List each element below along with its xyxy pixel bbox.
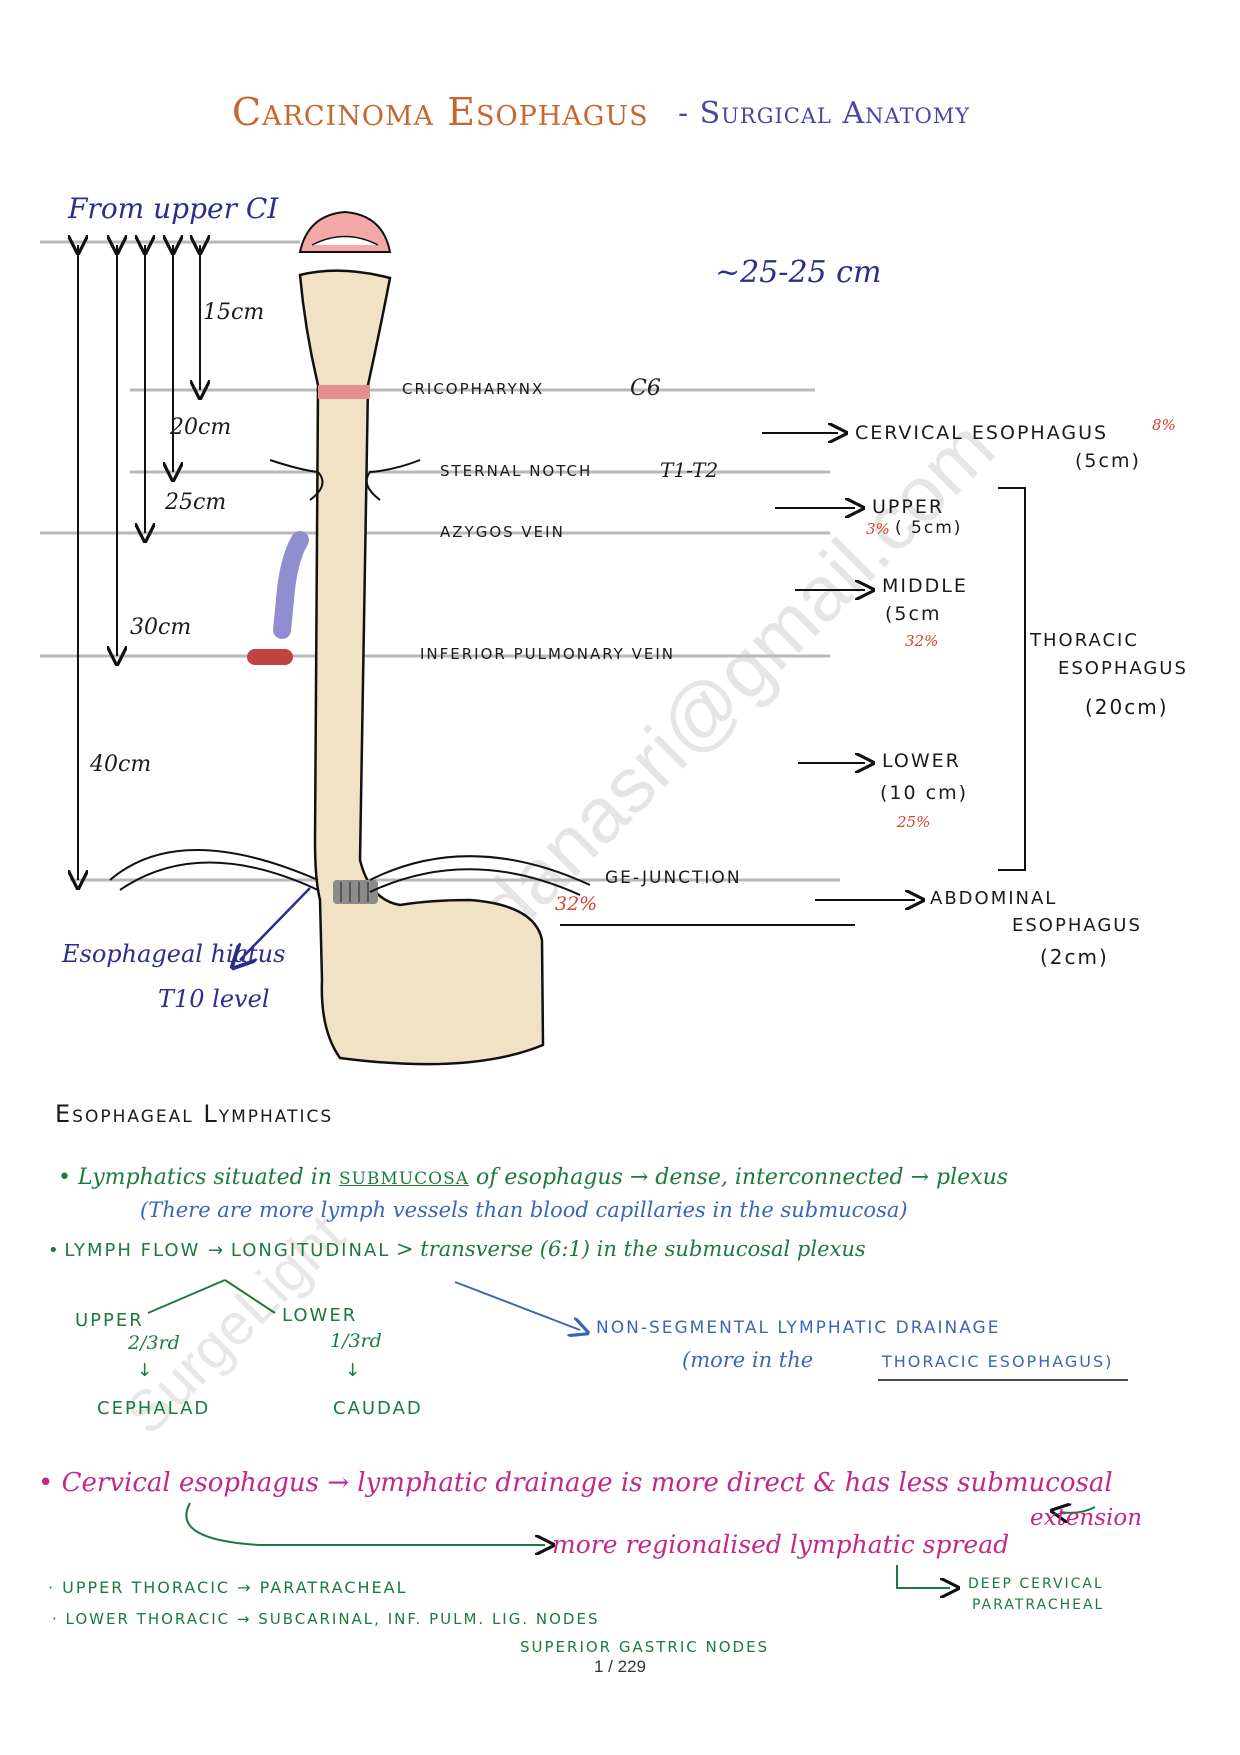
lower-fraction: 1/3rd bbox=[330, 1330, 382, 1352]
t1-t2-label: T1-T2 bbox=[660, 458, 719, 482]
cervical-lymph-text: Cervical esophagus → lymphatic drainage … bbox=[61, 1468, 1113, 1498]
cervical-lymph-bullet: • Cervical esophagus → lymphatic drainag… bbox=[38, 1468, 1113, 1498]
bullet-lymph-flow: • LYMPH FLOW → LONGITUDINAL > transverse… bbox=[48, 1237, 866, 1261]
inferior-pulmonary-vein-label: INFERIOR PULMONARY VEIN bbox=[420, 645, 675, 663]
page-title: Carcinoma Esophagus bbox=[232, 90, 649, 134]
ge-junction-label: GE-JUNCTION bbox=[605, 868, 742, 888]
upper-thoracic-drainage: · UPPER THORACIC → PARATRACHEAL bbox=[48, 1578, 408, 1597]
level-lines bbox=[40, 240, 840, 882]
abdominal-length: (2cm) bbox=[1040, 945, 1109, 969]
non-segmental-label: NON-SEGMENTAL LYMPHATIC DRAINAGE bbox=[596, 1318, 1001, 1338]
bullet-submucosa-b: of esophagus → dense, interconnected → p… bbox=[476, 1165, 1009, 1190]
upper-down-arrow: ↓ bbox=[137, 1360, 153, 1381]
c6-label: C6 bbox=[630, 376, 661, 401]
from-upper-ci-label: From upper CI bbox=[68, 192, 279, 225]
hiatus-label: Esophageal hiatus bbox=[62, 940, 286, 968]
lymph-flow-rest: > transverse (6:1) in the submucosal ple… bbox=[396, 1237, 866, 1261]
cervical-esophagus-label: CERVICAL ESOPHAGUS bbox=[855, 422, 1109, 444]
lower-thoracic-text: LOWER THORACIC → SUBCARINAL, INF. PULM. … bbox=[65, 1610, 600, 1628]
abdominal-esophagus-label: ESOPHAGUS bbox=[1012, 915, 1142, 936]
hiatus-level-label: T10 level bbox=[158, 985, 270, 1013]
lymphatics-heading: Esophageal Lymphatics bbox=[55, 1100, 334, 1128]
upper-branch-label: UPPER bbox=[75, 1310, 144, 1331]
bullet-submucosa-a: Lymphatics situated in bbox=[77, 1165, 332, 1190]
extension-label: extension bbox=[1030, 1505, 1143, 1531]
lower-percent: 25% bbox=[897, 813, 931, 831]
upper-thoracic-text: UPPER THORACIC → PARATRACHEAL bbox=[62, 1578, 408, 1597]
cephalad-label: CEPHALAD bbox=[97, 1398, 211, 1419]
lower-length: (10 cm) bbox=[880, 782, 968, 804]
submucosa-term: SUBMUCOSA bbox=[338, 1169, 470, 1189]
distance-15cm: 15cm bbox=[203, 300, 265, 325]
lower-segment-label: LOWER bbox=[882, 750, 961, 772]
upper-percent: 3% bbox=[866, 520, 890, 538]
thoracic-esophagus-term: THORACIC ESOPHAGUS) bbox=[882, 1352, 1114, 1371]
middle-segment-label: MIDDLE bbox=[882, 575, 968, 597]
sternal-notch-label: STERNAL NOTCH bbox=[440, 462, 593, 480]
page-subtitle: - Surgical Anatomy bbox=[678, 96, 971, 131]
caudad-label: CAUDAD bbox=[333, 1398, 423, 1419]
regionalised-spread-label: more regionalised lymphatic spread bbox=[552, 1530, 1010, 1559]
distance-arrows bbox=[78, 245, 200, 880]
page-number: 1 / 229 bbox=[594, 1657, 646, 1676]
cricopharynx-label: CRICOPHARYNX bbox=[402, 380, 545, 398]
distance-20cm: 20cm bbox=[170, 415, 232, 440]
distance-40cm: 40cm bbox=[90, 752, 152, 777]
azygos-vein-label: AZYGOS VEIN bbox=[440, 523, 565, 541]
non-segmental-note: (more in the bbox=[682, 1348, 814, 1372]
upper-fraction: 2/3rd bbox=[128, 1332, 180, 1354]
thoracic-label: THORACIC bbox=[1030, 630, 1139, 651]
cervical-percent: 8% bbox=[1152, 416, 1176, 434]
lower-thoracic-drainage: · LOWER THORACIC → SUBCARINAL, INF. PULM… bbox=[52, 1610, 600, 1628]
middle-length: (5cm bbox=[885, 603, 942, 625]
submucosa-note: (There are more lymph vessels than blood… bbox=[140, 1198, 908, 1222]
middle-percent: 32% bbox=[905, 632, 939, 650]
lower-branch-label: LOWER bbox=[282, 1305, 358, 1326]
longitudinal-term: LONGITUDINAL bbox=[230, 1240, 391, 1261]
length-label: ~25-25 cm bbox=[715, 255, 882, 290]
distance-30cm: 30cm bbox=[130, 615, 192, 640]
upper-segment-label: UPPER bbox=[872, 496, 945, 518]
thoracic-length: (20cm) bbox=[1085, 695, 1169, 719]
lymph-flow-label: LYMPH FLOW → bbox=[64, 1240, 226, 1261]
superior-gastric-nodes: SUPERIOR GASTRIC NODES bbox=[520, 1638, 770, 1656]
upper-length: ( 5cm) bbox=[895, 518, 963, 538]
abdominal-label: ABDOMINAL bbox=[930, 888, 1058, 909]
distance-25cm: 25cm bbox=[165, 490, 227, 515]
cervical-length: (5cm) bbox=[1075, 450, 1141, 472]
deep-cervical-label: DEEP CERVICAL bbox=[968, 1576, 1104, 1592]
thoracic-esophagus-label: ESOPHAGUS bbox=[1058, 658, 1188, 679]
paratracheal-label: PARATRACHEAL bbox=[972, 1597, 1105, 1613]
ge-junction-percent: 32% bbox=[555, 893, 598, 915]
lower-down-arrow: ↓ bbox=[345, 1360, 361, 1381]
bullet-submucosa: • Lymphatics situated in SUBMUCOSA of es… bbox=[58, 1165, 1009, 1190]
